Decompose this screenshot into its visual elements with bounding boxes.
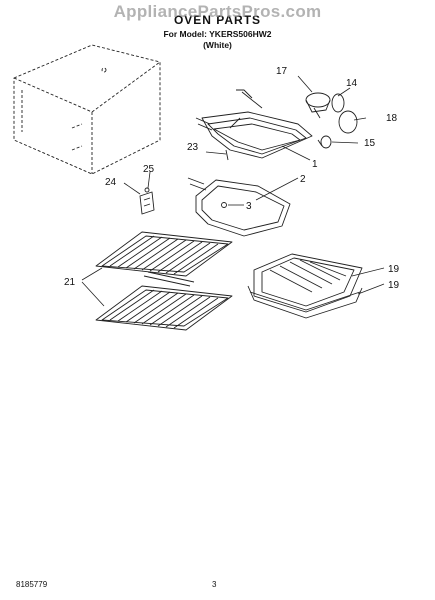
oven-racks	[95, 231, 233, 331]
oven-cavity	[13, 44, 161, 175]
oven-light-bulb	[317, 135, 332, 149]
color-line: (White)	[203, 40, 232, 50]
callout-3: 3	[246, 201, 252, 212]
model-line: For Model: YKERS506HW2	[163, 29, 272, 39]
watermark: AppliancePartsPros.com	[113, 2, 322, 21]
callout-15: 15	[364, 138, 376, 149]
bake-element	[187, 177, 291, 237]
broil-element	[195, 89, 313, 161]
callout-24: 24	[105, 177, 117, 188]
callout-16: 17	[276, 66, 288, 77]
callout-14: 14	[346, 78, 358, 89]
broiler-pan-and-grid	[247, 253, 363, 319]
oven-light-lens	[331, 93, 358, 134]
callout-25: 25	[143, 164, 155, 175]
diagram-title: OVEN PARTS	[173, 13, 262, 27]
callout-1: 1	[312, 159, 318, 170]
document-number: 8185779	[16, 580, 48, 589]
callout-2: 2	[300, 174, 306, 185]
callout-17: 18	[386, 113, 398, 124]
callout-19: 19	[388, 280, 400, 291]
temperature-sensor	[139, 187, 155, 215]
leader-lines	[81, 75, 385, 307]
page-number: 3	[212, 580, 217, 589]
callout-21: 21	[64, 277, 76, 288]
callout-23: 23	[187, 142, 199, 153]
callout-18: 19	[388, 264, 400, 275]
oven-light-socket	[305, 92, 331, 119]
